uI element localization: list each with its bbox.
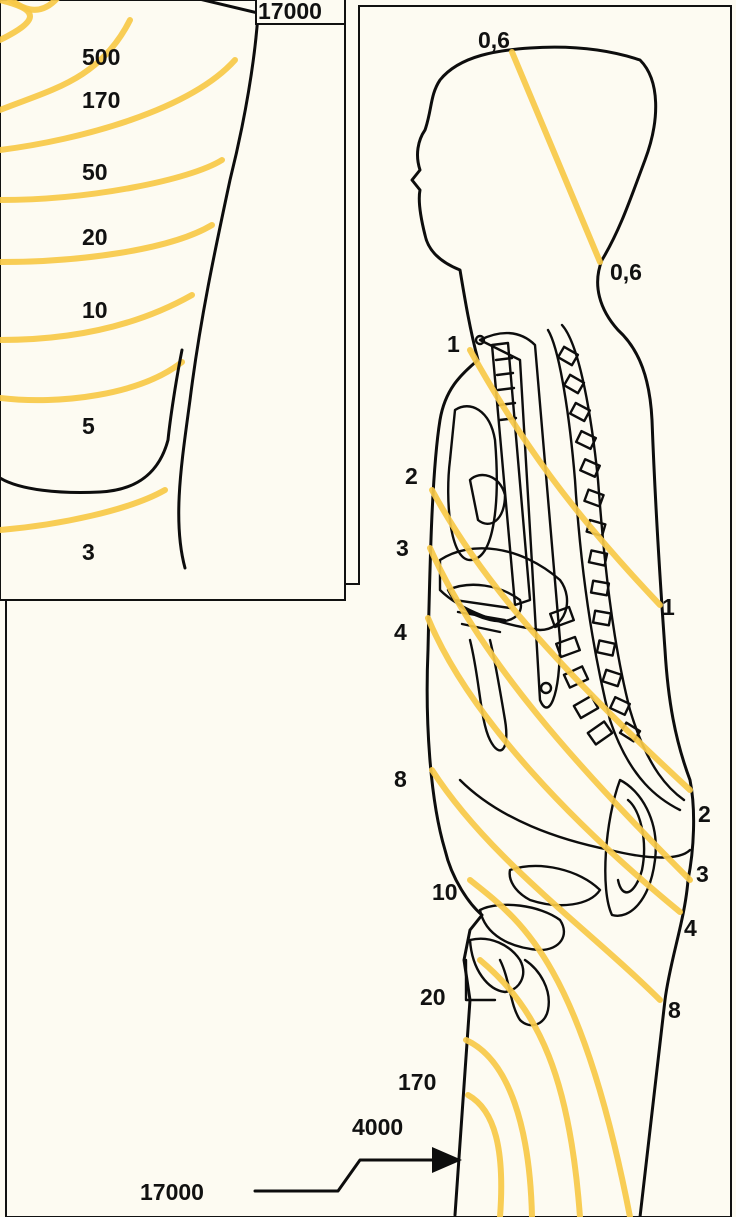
label-left-20: 20	[420, 984, 446, 1010]
label-left-4: 4	[394, 619, 407, 645]
label-right-4: 4	[684, 915, 697, 941]
label-left-2: 2	[405, 463, 418, 489]
label-left-4000: 4000	[352, 1114, 403, 1140]
label-right-1: 1	[662, 594, 675, 620]
inset-label-17000: 17000	[258, 0, 322, 24]
inset-label-170: 170	[82, 87, 120, 113]
label-right-3: 3	[696, 861, 709, 887]
label-left-10: 10	[432, 879, 458, 905]
label-right-0-6: 0,6	[610, 259, 642, 285]
label-left-3: 3	[396, 535, 409, 561]
inset-label-10: 10	[82, 297, 108, 323]
label-top-0-6: 0,6	[478, 27, 510, 53]
label-left-1: 1	[447, 331, 460, 357]
label-left-17000: 17000	[140, 1179, 204, 1205]
inset-panel: 17000 500 170 50 20 10 5 3	[0, 0, 345, 600]
label-right-2: 2	[698, 801, 711, 827]
label-left-170: 170	[398, 1069, 436, 1095]
inset-label-500: 500	[82, 44, 120, 70]
inset-label-50: 50	[82, 159, 108, 185]
label-right-8: 8	[668, 997, 681, 1023]
inset-label-5: 5	[82, 413, 95, 439]
inset-label-20: 20	[82, 224, 108, 250]
label-left-8: 8	[394, 766, 407, 792]
inset-label-3: 3	[82, 539, 95, 565]
